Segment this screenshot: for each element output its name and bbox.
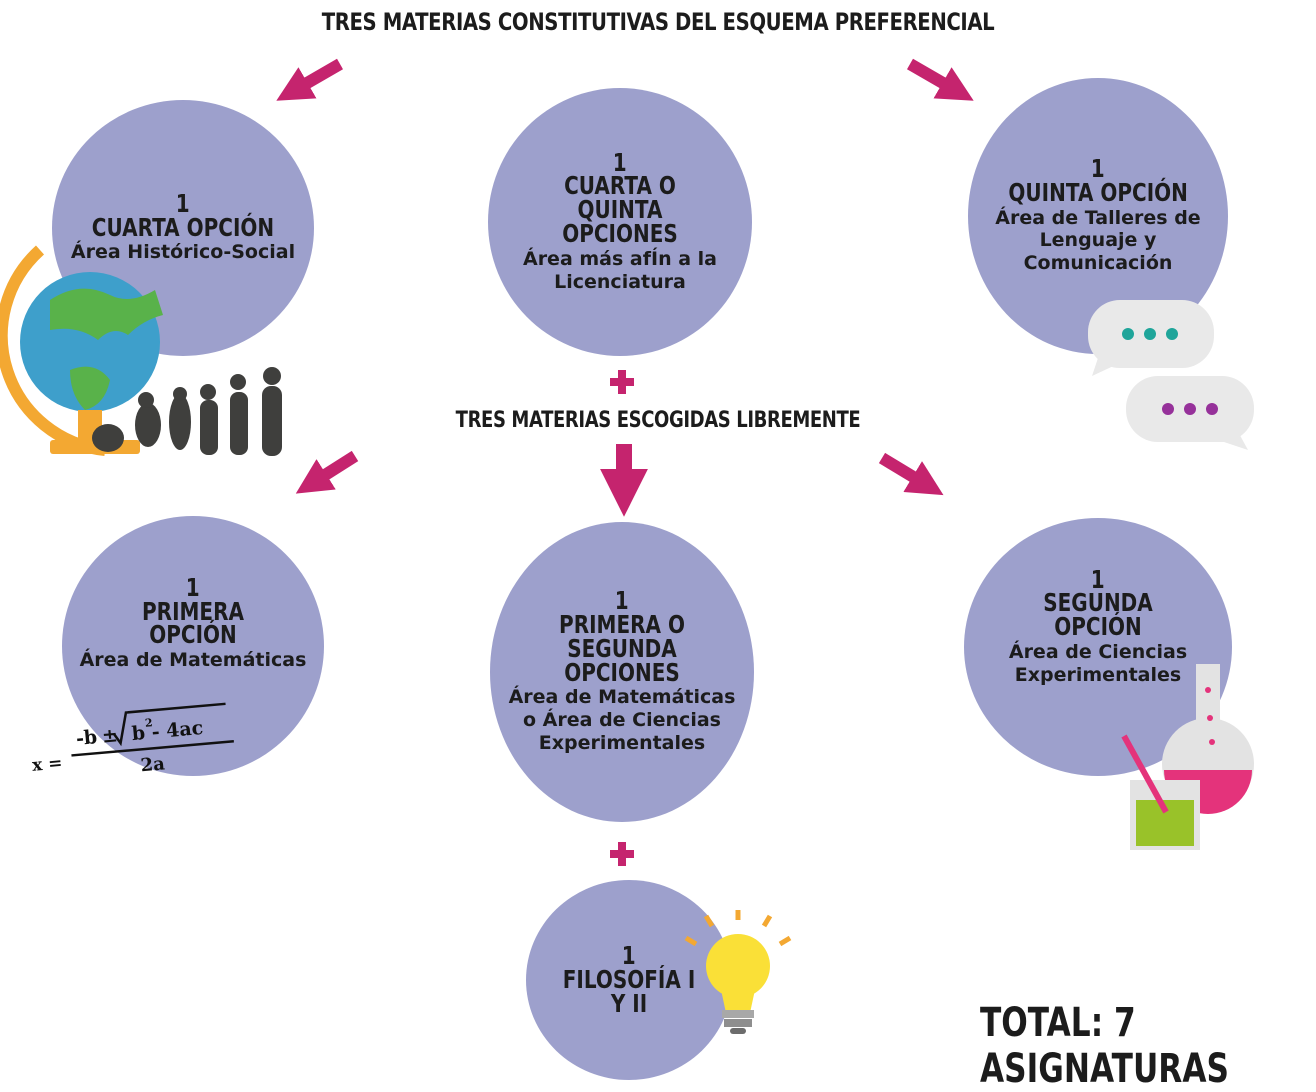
formula-numerator: -b: [75, 726, 98, 750]
flask-beaker-icon: [1121, 664, 1254, 850]
circle-count: 1: [1091, 154, 1105, 184]
formula-exponent: 2: [144, 716, 153, 730]
circle-area: Área de Matemáticas o Área de Ciencias E…: [508, 686, 736, 754]
plus-icon: [610, 842, 634, 866]
formula-radicand-rest: - 4ac: [151, 717, 204, 743]
human-evolution-icon: [92, 367, 282, 456]
circle-count: 1: [186, 572, 200, 602]
circle-count: 1: [1091, 564, 1105, 594]
circle-primera-opcion: 1 PRIMERA OPCIÓN Área de Matemáticas: [62, 516, 324, 776]
formula-lhs: x =: [31, 753, 63, 776]
arrow-icon: [276, 58, 344, 101]
circle-area: Área Histórico-Social: [70, 241, 296, 264]
circle-heading: SEGUNDA OPCIÓN: [1043, 588, 1153, 642]
arrow-icon: [878, 452, 944, 496]
circle-count: 1: [622, 941, 636, 971]
plus-icon: [610, 370, 634, 394]
middle-label: TRES MATERIAS ESCOGIDAS LIBREMENTE: [455, 408, 861, 433]
circle-heading: FILOSOFÍA I Y II: [562, 965, 696, 1018]
circle-segunda-opcion: 1 SEGUNDA OPCIÓN Área de Ciencias Experi…: [964, 518, 1232, 776]
diagram-title: TRES MATERIAS CONSTITUTIVAS DEL ESQUEMA …: [321, 8, 995, 36]
circle-count: 1: [176, 188, 190, 218]
circle-filosofia: 1 FILOSOFÍA I Y II: [526, 880, 732, 1080]
circle-heading: CUARTA OPCIÓN: [91, 212, 275, 242]
circle-cuarta-quinta: 1 CUARTA O QUINTA OPCIONES Área más afÍn…: [488, 88, 752, 356]
circle-area: Área de Ciencias Experimentales: [1008, 640, 1188, 686]
circle-heading: QUINTA OPCIÓN: [1008, 177, 1188, 207]
quadratic-formula-icon: x = -b ± b 2 - 4ac 2a: [31, 702, 234, 776]
light-bulb-icon: [684, 910, 792, 1034]
circle-count: 1: [613, 147, 627, 177]
circle-area: Área de Matemáticas: [79, 649, 307, 672]
globe-icon: [0, 245, 163, 456]
formula-pm: ±: [101, 724, 119, 747]
formula-radicand: b: [131, 722, 146, 745]
arrow-icon: [906, 58, 974, 101]
speech-bubbles-icon: [1088, 300, 1254, 450]
formula-denominator: 2a: [140, 753, 166, 776]
arrow-icon: [295, 450, 359, 494]
circle-heading: CUARTA O QUINTA OPCIONES: [562, 171, 678, 248]
circle-count: 1: [615, 586, 629, 616]
circle-heading: PRIMERA O SEGUNDA OPCIONES: [559, 610, 685, 687]
circle-primera-segunda: 1 PRIMERA O SEGUNDA OPCIONES Área de Mat…: [490, 522, 754, 822]
circle-area: Área más afÍn a la Licenciatura: [522, 247, 717, 293]
circle-heading: PRIMERA OPCIÓN: [142, 596, 244, 650]
circle-area: Área de Talleres de Lenguaje y Comunicac…: [995, 206, 1201, 275]
